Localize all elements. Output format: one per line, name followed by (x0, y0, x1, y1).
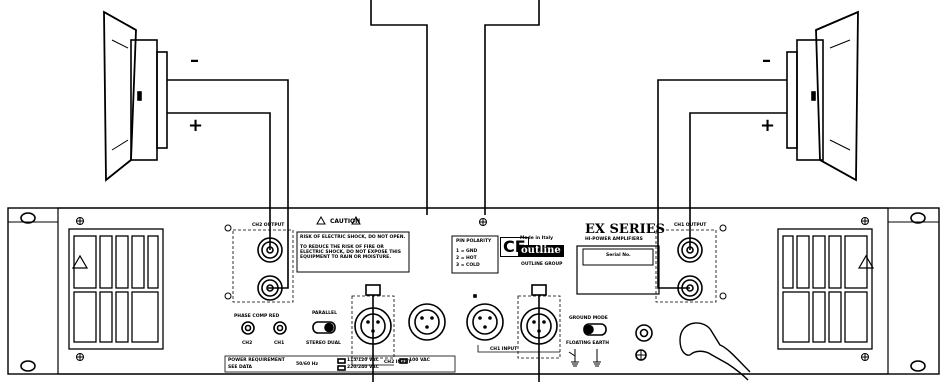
power-requirement-sub: SEE DATA (228, 365, 253, 370)
ch2-output-connectors (232, 229, 294, 303)
ch1-input-bracket (477, 345, 560, 353)
caution-triangle-1 (316, 215, 326, 225)
serial-number-label: Serial No. (606, 253, 631, 258)
warning-triangle-left (71, 254, 89, 269)
right-speaker (786, 10, 859, 182)
phase-comp-controls (241, 321, 607, 336)
top-cable-right (484, 0, 540, 215)
ground-mode-label: GROUND MODE (569, 316, 608, 321)
warning-triangle-right (857, 254, 875, 269)
frequency-label: 50/60 Hz (296, 362, 319, 367)
fuse-holder (635, 324, 653, 361)
pin-2-label: 2 = HOT (456, 256, 477, 261)
caution-text-1: RISK OF ELECTRIC SHOCK, DO NOT OPEN. (300, 235, 406, 240)
ch2-input-bracket (351, 360, 394, 366)
xlr-connectors (351, 284, 561, 359)
stereo-dual-label: STEREO DUAL (306, 341, 341, 346)
ch1-output-label: CH1 OUTPUT (674, 223, 707, 228)
left-speaker (103, 10, 168, 182)
ground-symbols (568, 349, 601, 367)
brand-subtitle: OUTLINE GROUP (521, 262, 563, 267)
ch2-input-label: CH2 INPUT (384, 360, 412, 365)
left-vent-grille (68, 228, 164, 350)
rack-panel (7, 207, 940, 375)
ground-mode-sub: FLOATING EARTH (566, 341, 610, 346)
caution-text-2: TO REDUCE THE RISK OF FIRE OR ELECTRIC S… (300, 245, 401, 260)
voltage-100-label: 100 VAC (409, 358, 430, 363)
pin-3-label: 3 = COLD (456, 263, 480, 268)
phase-comp-label: PHASE COMP RED (234, 314, 280, 319)
phase-ch1-label: CH1 (274, 341, 285, 346)
caution-label: CAUTION (330, 218, 361, 225)
right-speaker-minus-label: – (762, 50, 771, 71)
right-vent-grille (777, 228, 873, 350)
right-speaker-cable-minus (657, 79, 787, 289)
power-requirement-box (224, 355, 456, 373)
left-speaker-cable-plus (167, 112, 271, 250)
parallel-label: PARALLEL (312, 311, 337, 316)
voltage-220-label: 220/240 VAC (347, 365, 379, 370)
pin-polarity-label: PIN POLARITY (456, 239, 492, 244)
top-cable-left (370, 0, 428, 215)
power-requirement-label: POWER REQUIREMENT (228, 358, 285, 363)
caution-triangle-2 (351, 215, 361, 225)
voltage-115-label: 115/120 VAC (347, 358, 379, 363)
ch2-output-label: CH2 OUTPUT (252, 223, 285, 228)
left-speaker-plus-label: + (188, 115, 204, 136)
ch1-output-connectors (655, 229, 717, 303)
phase-ch2-label: CH2 (242, 341, 253, 346)
power-cord (679, 322, 751, 381)
right-speaker-plus-label: + (760, 115, 776, 136)
made-in-label: Made in Italy (520, 236, 554, 241)
left-speaker-minus-label: – (190, 50, 199, 71)
series-subtitle: HI-POWER AMPLIFIERS (585, 237, 643, 242)
right-speaker-cable-plus (689, 112, 787, 250)
series-title: EX SERIES (585, 222, 665, 237)
ch1-input-label: CH1 INPUT (490, 347, 518, 352)
pin-1-label: 1 = GND (456, 249, 478, 254)
panel-screws (76, 217, 869, 361)
brand-logo: outline (518, 245, 564, 257)
